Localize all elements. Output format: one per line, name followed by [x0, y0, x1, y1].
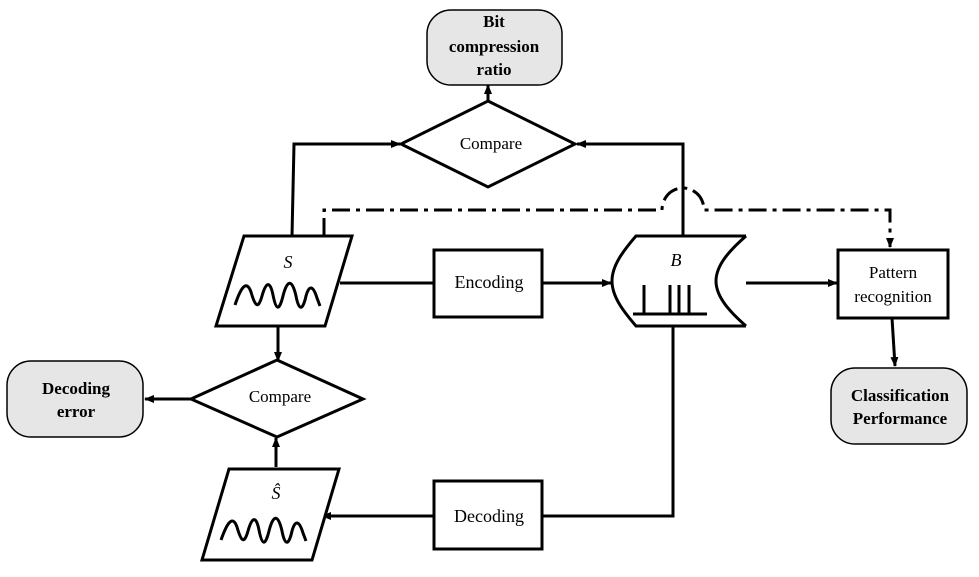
- decoding-error-terminal: Decoding error: [6, 360, 144, 438]
- signal-s-data: S: [213, 234, 355, 328]
- buffer-b-storage: B: [610, 234, 747, 328]
- compare-bottom-label: Compare: [249, 387, 311, 406]
- spike-train-icon: [633, 285, 707, 316]
- signal-s-hat-waveform-icon: [219, 516, 308, 544]
- arrow-pattern-to-classification: [890, 317, 899, 367]
- decoding-label: Decoding: [454, 506, 524, 526]
- signal-s-hat-data: Ŝ: [199, 467, 342, 562]
- compare-bottom-decision: Compare: [187, 358, 367, 439]
- signal-s-label: S: [284, 252, 293, 272]
- decoding-error-line-1: Decoding: [42, 379, 111, 398]
- signal-s-waveform-icon: [233, 281, 322, 309]
- pattern-line-2: recognition: [854, 287, 932, 306]
- arrow-b-to-compare-top: [576, 140, 685, 236]
- arrow-s-to-compare-top: [290, 140, 401, 237]
- compare-top-label: Compare: [460, 134, 522, 153]
- buffer-b-label: B: [671, 250, 682, 270]
- decoding-process: Decoding: [432, 479, 544, 551]
- line-b-to-decoding: [542, 326, 675, 518]
- bit-ratio-line-3: ratio: [477, 60, 512, 79]
- classification-performance-terminal: Classification Performance: [830, 367, 968, 445]
- encoding-process: Encoding: [432, 248, 544, 319]
- dashdot-s-to-pattern: [322, 186, 894, 248]
- pattern-line-1: Pattern: [869, 263, 918, 282]
- bit-ratio-line-1: Bit: [483, 12, 505, 31]
- bit-compression-ratio-terminal: Bit compression ratio: [426, 9, 563, 86]
- pattern-recognition-process: Pattern recognition: [836, 248, 950, 320]
- bit-ratio-line-2: compression: [449, 37, 540, 56]
- encoding-label: Encoding: [455, 272, 524, 292]
- compare-top-decision: Compare: [397, 99, 579, 189]
- classification-line-1: Classification: [851, 386, 950, 405]
- decoding-error-line-2: error: [57, 402, 96, 421]
- signal-s-hat-label: Ŝ: [272, 482, 281, 503]
- classification-line-2: Performance: [853, 409, 948, 428]
